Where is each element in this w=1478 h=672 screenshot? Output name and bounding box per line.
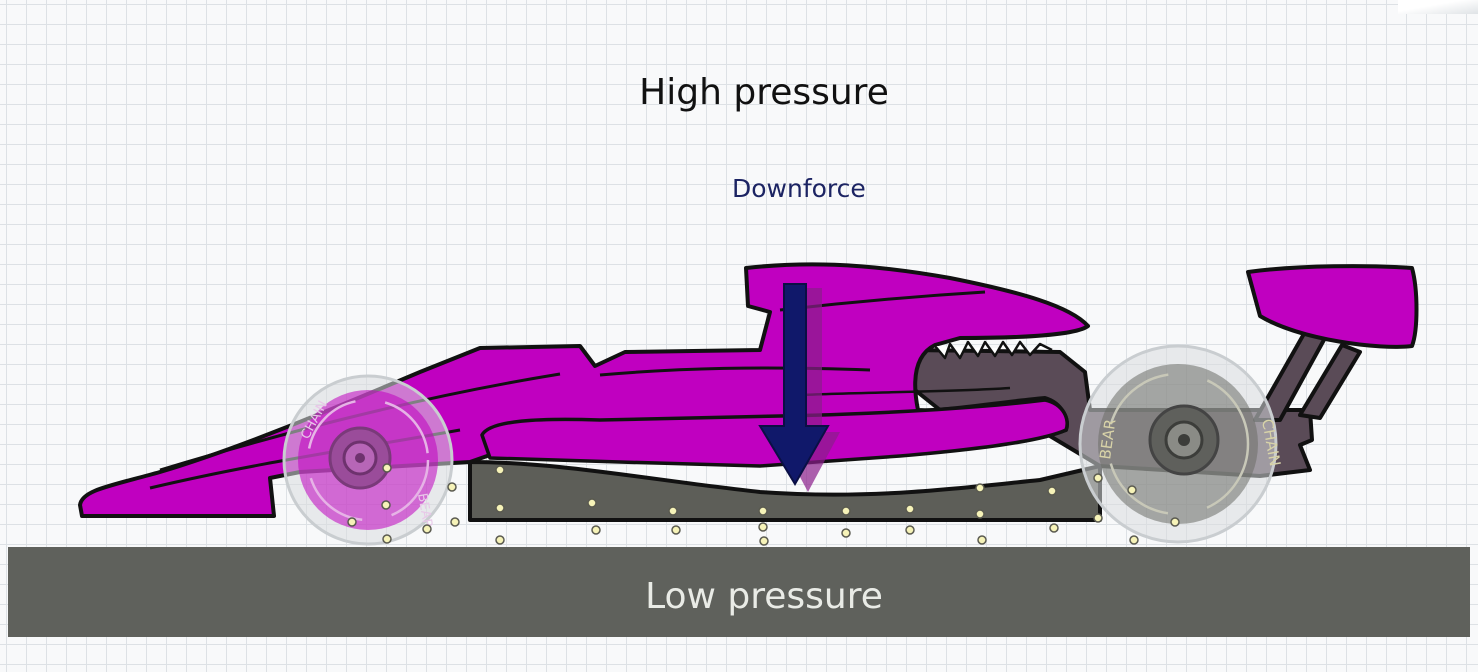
downforce-arrow-body [758, 283, 830, 486]
air-particle [1093, 513, 1103, 523]
air-particle [495, 465, 505, 475]
air-particle [841, 506, 851, 516]
downforce-arrow [758, 283, 840, 492]
air-particle [975, 509, 985, 519]
body-line-5 [799, 386, 1011, 397]
air-particle [668, 506, 678, 516]
air-particle [841, 528, 851, 538]
air-particle [382, 463, 392, 473]
rear-tyre-text-left: BEAR [1096, 418, 1119, 461]
car-underfloor [468, 460, 1102, 522]
air-particle [758, 506, 768, 516]
downforce-label: Downforce [732, 174, 866, 203]
air-particle [759, 536, 769, 546]
air-particle [347, 517, 357, 527]
body-line-3 [599, 366, 871, 377]
air-particle [381, 500, 391, 510]
air-particle [587, 498, 597, 508]
low-pressure-label: Low pressure [645, 576, 883, 617]
air-particle [1170, 517, 1180, 527]
air-particle [905, 525, 915, 535]
ground-strip [8, 547, 1470, 637]
front-wheel [282, 374, 454, 546]
air-particle [495, 503, 505, 513]
air-particle [977, 535, 987, 545]
air-particle [422, 524, 432, 534]
air-particle [975, 483, 985, 493]
corner-shade [1398, 0, 1478, 14]
high-pressure-label: High pressure [639, 72, 889, 113]
front-tyre-text-bottom: BEAR [414, 492, 435, 529]
air-particle [450, 517, 460, 527]
air-particle [495, 535, 505, 545]
air-particle [382, 534, 392, 544]
rear-wing-stay-right [1298, 343, 1362, 420]
air-particle [671, 525, 681, 535]
air-particle [1129, 535, 1139, 545]
air-particle [1093, 473, 1103, 483]
intake-teeth [934, 340, 1053, 360]
air-particle [1047, 486, 1057, 496]
air-particle [591, 525, 601, 535]
air-particle [1049, 523, 1059, 533]
air-particle [758, 522, 768, 532]
rear-wing [1246, 264, 1419, 349]
air-particles [347, 463, 1180, 546]
air-particle [447, 482, 457, 492]
air-particle [1127, 485, 1137, 495]
air-particle [905, 504, 915, 514]
